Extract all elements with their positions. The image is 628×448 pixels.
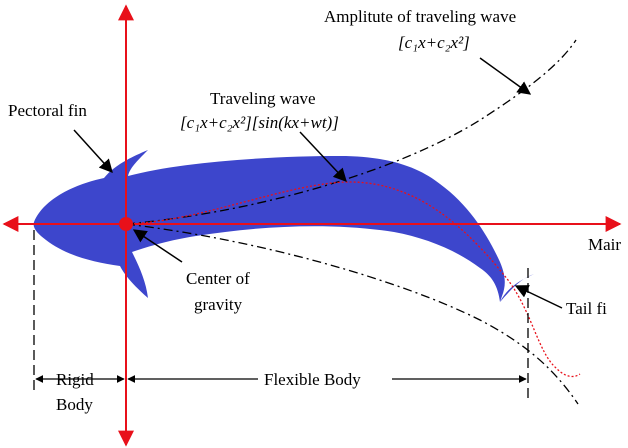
center-of-gravity-label-line2: gravity	[194, 295, 243, 314]
center-gravity-leader-arrow	[132, 229, 183, 263]
center-of-gravity-dot	[119, 217, 133, 231]
traveling-wave-title: Traveling wave	[210, 89, 316, 108]
flexible-body-label: Flexible Body	[264, 370, 361, 389]
traveling-wave	[125, 181, 581, 378]
tail-fin-label: Tail fi	[566, 299, 607, 318]
traveling-wave-leader-arrow	[299, 131, 347, 182]
mair-label: Mair	[588, 235, 621, 254]
traveling-wave-formula: [c₁x+c₂x²][sin(kx+wt)]	[180, 113, 339, 132]
rigid-body-label-line2: Body	[56, 395, 93, 414]
tail-fin-leader-arrow	[514, 285, 563, 309]
amplitude-formula: [c₁x+c₂x²]	[398, 33, 470, 52]
amplitude-envelope-lower	[125, 223, 579, 405]
fish-body	[33, 150, 535, 302]
rigid-body-label-line1: Rigid	[56, 370, 94, 389]
pectoral-fin-label: Pectoral fin	[8, 101, 87, 120]
amplitude-title: Amplitute of traveling wave	[324, 7, 516, 26]
pectoral-fin-leader-arrow	[73, 129, 113, 174]
amplitude-envelope-upper	[125, 39, 577, 225]
center-of-gravity-label-line1: Center of	[186, 269, 250, 288]
amplitude-leader-arrow	[479, 57, 532, 95]
